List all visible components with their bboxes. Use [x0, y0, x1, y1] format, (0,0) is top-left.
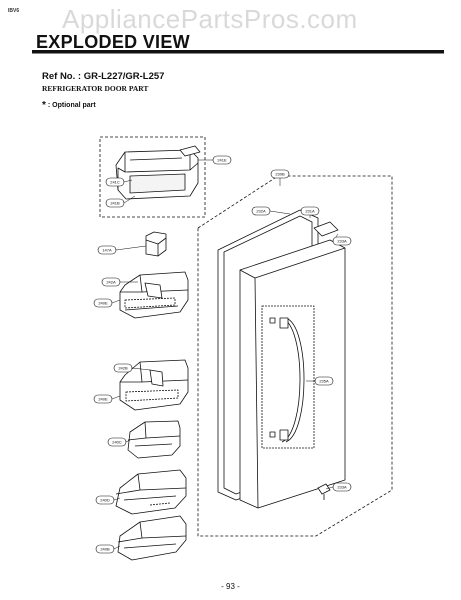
- optional-note-text: : Optional part: [47, 102, 96, 109]
- optional-note: *: Optional part: [42, 100, 96, 111]
- callout-242a: 242A: [106, 280, 116, 285]
- callout-240c: 240C: [112, 440, 122, 445]
- callout-240e-lower: 240E: [98, 397, 108, 402]
- corner-label: IBV6: [8, 8, 20, 14]
- callout-235a: 235A: [319, 379, 329, 384]
- callout-240d: 240D: [100, 498, 110, 503]
- callout-230b: 230B: [275, 172, 285, 177]
- callout-240e-upper: 240E: [98, 301, 108, 306]
- bin-240d: [115, 469, 187, 515]
- ref-number: Ref No. : GR-L227/GR-L257: [42, 71, 165, 82]
- callout-241e: 241E: [217, 158, 227, 163]
- title-rule-shadow: [32, 53, 444, 54]
- page-title: EXPLODED VIEW: [36, 32, 190, 52]
- callout-147a: 147A: [102, 248, 112, 253]
- door-body: [239, 221, 346, 509]
- section-subtitle: REFRIGERATOR DOOR PART: [42, 84, 149, 93]
- callout-241b: 241B: [110, 201, 120, 206]
- bin-240c: [127, 420, 181, 459]
- bin-240b: [117, 515, 187, 561]
- callout-240b: 240B: [100, 547, 110, 552]
- door-shelf-241: [115, 145, 201, 200]
- callout-232a: 232A: [256, 209, 266, 214]
- callout-231a: 231A: [305, 209, 315, 214]
- watermark-text: AppliancePartsPros.com: [62, 4, 358, 34]
- basket-242: [119, 271, 189, 319]
- small-bin-147a: [145, 231, 167, 257]
- door-handle-235a: [261, 305, 315, 449]
- callout-242b: 242B: [118, 366, 128, 371]
- bottom-hinge-233a: [317, 483, 331, 500]
- optional-star: *: [42, 100, 46, 111]
- shelf-group-box: [99, 136, 206, 218]
- callout-241c: 241C: [110, 180, 120, 185]
- callout-233a-bottom: 233A: [337, 485, 347, 490]
- title-rule: [32, 50, 444, 53]
- callout-233a-top: 233A: [337, 239, 347, 244]
- basket-240e: [119, 359, 189, 411]
- page-number: - 93 -: [221, 582, 240, 591]
